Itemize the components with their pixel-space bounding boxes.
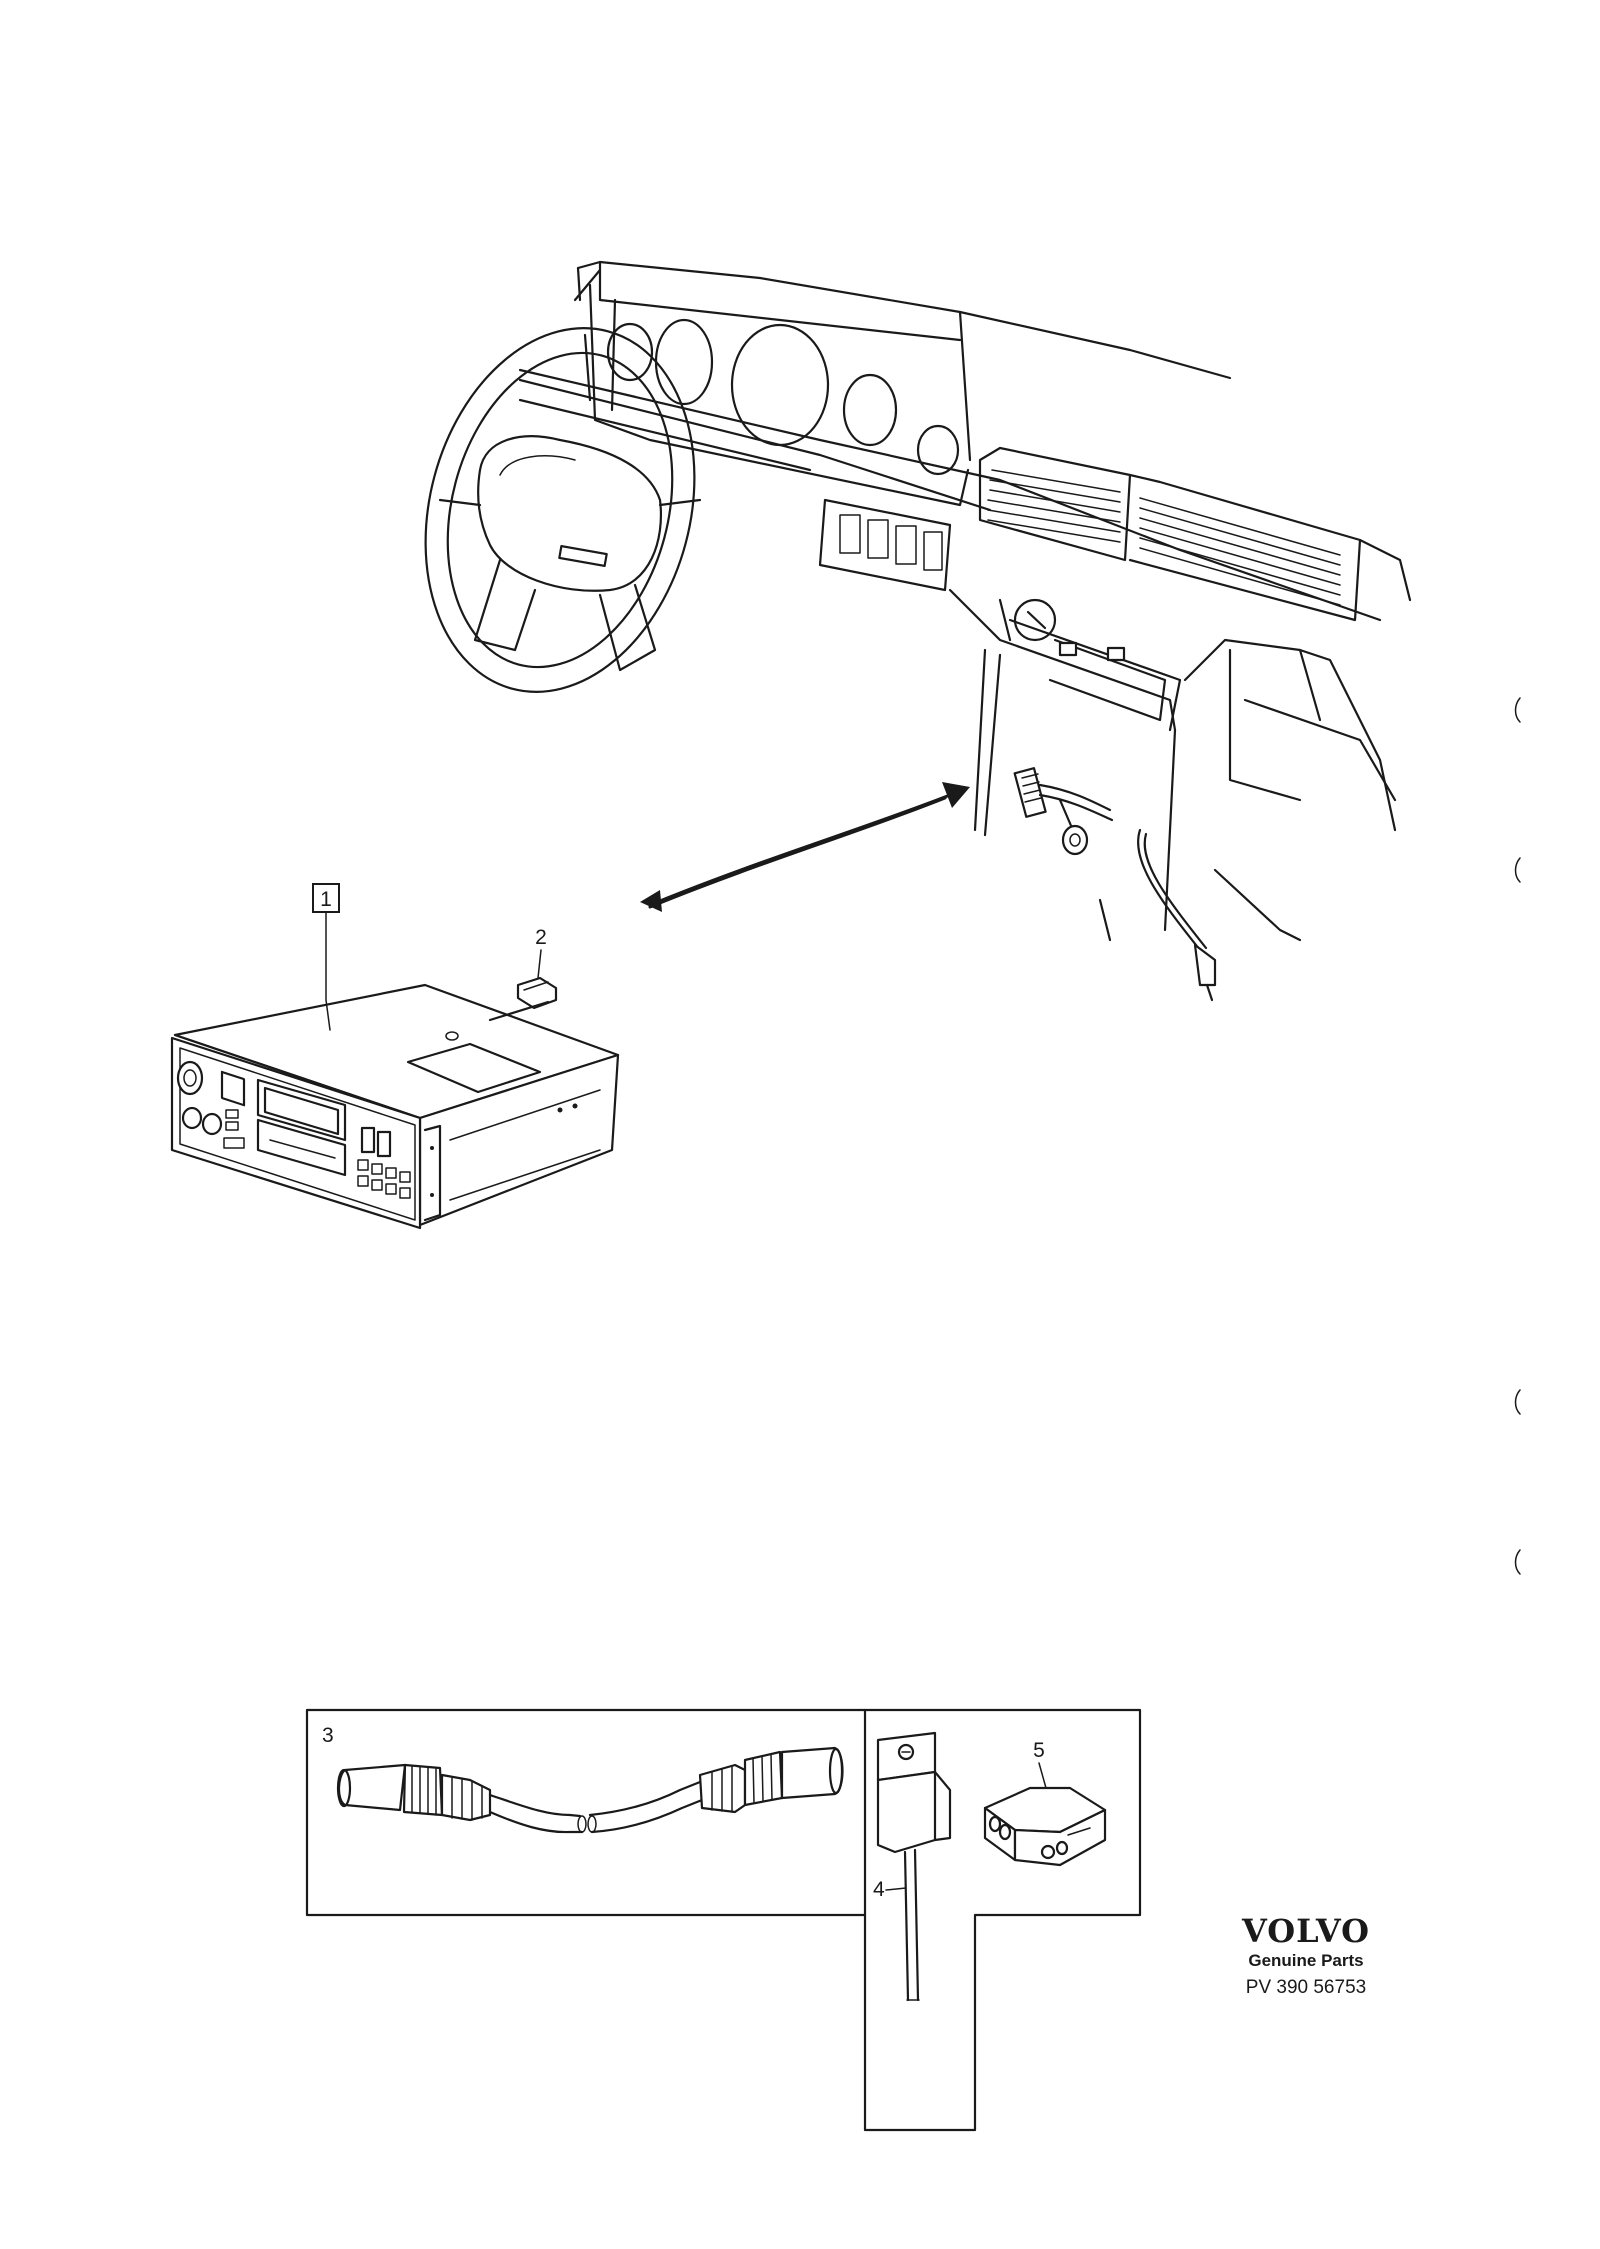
callout-1: 1 — [312, 883, 340, 1031]
callout-2: 2 — [535, 926, 547, 979]
radio-cassette-unit — [170, 983, 620, 1230]
volvo-logo: VOLVO — [1241, 1912, 1370, 1950]
brand-block: VOLVO Genuine Parts PV 390 56753 — [1241, 1912, 1370, 1998]
svg-text:2: 2 — [535, 926, 547, 949]
splitter-part-5: 5 — [983, 1739, 1107, 1867]
genuine-parts-label: Genuine Parts — [1248, 1951, 1363, 1970]
accessory-panel: 3 — [305, 1708, 1142, 2132]
svg-text:3: 3 — [322, 1724, 334, 1747]
svg-text:5: 5 — [1033, 1739, 1045, 1762]
connector-part-2 — [488, 976, 558, 1022]
dashboard-illustration — [424, 260, 1412, 1002]
svg-text:4: 4 — [873, 1878, 885, 1901]
margin-marks — [1514, 697, 1521, 1575]
installation-arrow — [640, 782, 970, 912]
extension-cable-part-3: 3 — [322, 1724, 844, 1834]
svg-text:1: 1 — [320, 888, 332, 911]
antenna-adapter-part-4: 4 — [873, 1731, 952, 2002]
part-number: PV 390 56753 — [1246, 1977, 1366, 1998]
